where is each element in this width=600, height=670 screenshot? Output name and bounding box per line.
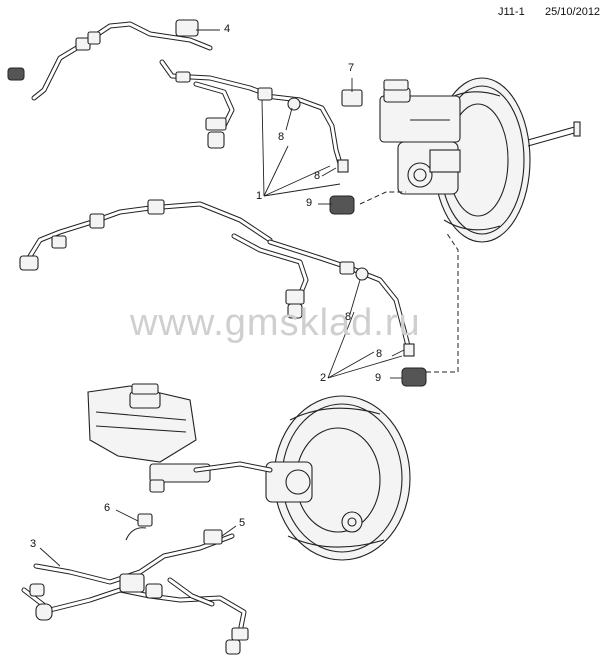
callout-8-lower-a: 8 bbox=[345, 311, 352, 323]
vacuum-hose-assembly-1 bbox=[7, 19, 363, 215]
callout-5: 5 bbox=[239, 517, 246, 529]
master-cylinder-top bbox=[379, 79, 461, 195]
callout-9-lower: 9 bbox=[375, 372, 382, 384]
callout-8-lower-b: 8 bbox=[376, 348, 383, 360]
callout-1: 1 bbox=[256, 190, 263, 202]
callout-9-upper: 9 bbox=[306, 197, 313, 209]
callout-2: 2 bbox=[320, 372, 327, 384]
callout-6: 6 bbox=[104, 502, 111, 514]
callout-4: 4 bbox=[224, 23, 231, 35]
diagram-date: 25/10/2012 bbox=[545, 6, 600, 18]
connection-dashed-line bbox=[359, 191, 459, 373]
diagram-code: J11-1 bbox=[498, 6, 525, 18]
vacuum-hose-assembly-3 bbox=[21, 513, 249, 655]
brake-booster-bottom bbox=[265, 395, 411, 561]
vacuum-hose-assembly-2 bbox=[19, 199, 427, 387]
watermark: www.gmsklad.ru bbox=[130, 302, 421, 344]
callout-3: 3 bbox=[30, 538, 37, 550]
callout-leaders bbox=[39, 29, 405, 567]
master-cylinder-bottom bbox=[87, 383, 273, 493]
callout-8-upper-b: 8 bbox=[314, 170, 321, 182]
callout-7: 7 bbox=[348, 62, 355, 74]
callout-8-upper-a: 8 bbox=[278, 131, 285, 143]
